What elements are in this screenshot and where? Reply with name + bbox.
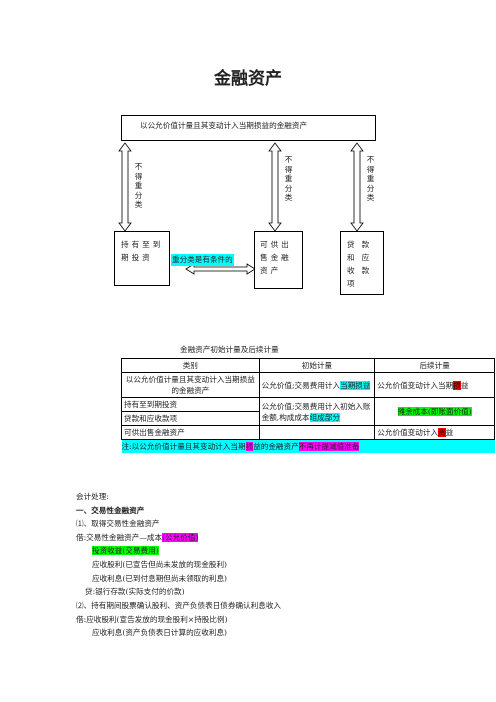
- box-available-for-sale: 可供出售金融资产: [254, 231, 303, 289]
- debit-line-3: 应收股利(已宣告但尚未发放的现金股利): [92, 560, 228, 569]
- intro-text: 会计处理:: [76, 492, 109, 501]
- item-1: ⑴、取得交易性金融资产: [76, 519, 160, 528]
- no-reclass-label-1: 不得重分类: [134, 162, 143, 209]
- row-category: 可供出售金融资产: [121, 425, 260, 440]
- row-category: 贷款和应收款项: [121, 411, 260, 426]
- box-loans-receivables: 贷款和应收款项: [340, 231, 384, 295]
- row-initial: 公允价值;交易费用计入当期损益: [258, 372, 376, 398]
- debit-line-6: 应收利息(资产负债表日计算的应收利息): [92, 628, 228, 637]
- debit-line-1: 借:交易性金融资产—成本(公允价值): [76, 533, 199, 542]
- table-row: 可供出售金融资产 公允价值变动计入资益: [121, 425, 495, 440]
- table-caption: 金融资产初始计量及后续计量: [180, 345, 279, 354]
- no-reclass-label-3: 不得重分类: [366, 155, 375, 202]
- row-subsequent: 公允价值变动计入当期损益: [374, 372, 495, 398]
- row-category: 持有至到期投资: [121, 397, 260, 412]
- box-loans-receivables-label: 贷款和应收款项: [347, 240, 377, 288]
- page-title: 金融资产: [214, 69, 282, 89]
- middle-note: 重分类是有条件的: [171, 254, 234, 266]
- no-reclass-label-2: 不得重分类: [284, 155, 293, 202]
- box-held-to-maturity: 持有至到期投资: [114, 231, 170, 286]
- arrow-middle: [268, 142, 282, 232]
- header-subsequent: 后续计量: [374, 358, 495, 373]
- credit-line-1: 贷:银行存款(实际支付的价款): [85, 587, 185, 596]
- box-available-for-sale-label: 可供出售金融资产: [260, 240, 292, 275]
- top-box: 以公允价值计量且其变动计入当期损益的金融资产: [121, 115, 376, 141]
- debit-line-5: 借:应收股利(宣告发放的现金股利×持股比例): [76, 615, 228, 624]
- top-box-label: 以公允价值计量且其变动计入当期损益的金融资产: [140, 121, 308, 130]
- table-row: 持有至到期投资 公允价值;交易费用计入初始入账金额,构成成本组成部分 摊余成本(…: [121, 397, 495, 426]
- section-heading: 一、交易性金融资产: [76, 506, 145, 515]
- item-2: ⑵、持有期间股票确认股利、资产负债表日债券确认利息收入: [76, 601, 282, 610]
- measurement-table: 类别 初始计量 后续计量 以公允价值计量且其变动计入当期损益的金融资产 公允价值…: [121, 358, 495, 453]
- row-category: 以公允价值计量且其变动计入当期损益的金融资产: [121, 372, 260, 398]
- header-initial: 初始计量: [258, 358, 376, 373]
- table-row: 以公允价值计量且其变动计入当期损益的金融资产 公允价值;交易费用计入当期损益 公…: [121, 372, 495, 398]
- table-note: 注:以公允价值计量且其变动计入当期损益的金融资产不再计提减值准备: [121, 439, 495, 453]
- box-held-to-maturity-label: 持有至到期投资: [121, 240, 164, 262]
- table-note-row: 注:以公允价值计量且其变动计入当期损益的金融资产不再计提减值准备: [121, 439, 495, 453]
- header-category: 类别: [121, 358, 260, 373]
- table-header-row: 类别 初始计量 后续计量: [121, 358, 495, 373]
- arrow-left: [118, 142, 132, 232]
- debit-line-4: 应收利息(已到付息期但尚未领取的利息): [92, 574, 228, 583]
- arrow-right: [350, 142, 364, 232]
- row-initial-empty: [258, 425, 376, 440]
- row-initial-merged: 公允价值;交易费用计入初始入账金额,构成成本组成部分: [258, 397, 376, 426]
- debit-line-2: 投资收益(交易费用): [92, 546, 159, 555]
- row-subsequent-merged: 摊余成本(即账面价值): [374, 397, 495, 426]
- row-subsequent: 公允价值变动计入资益: [374, 425, 495, 440]
